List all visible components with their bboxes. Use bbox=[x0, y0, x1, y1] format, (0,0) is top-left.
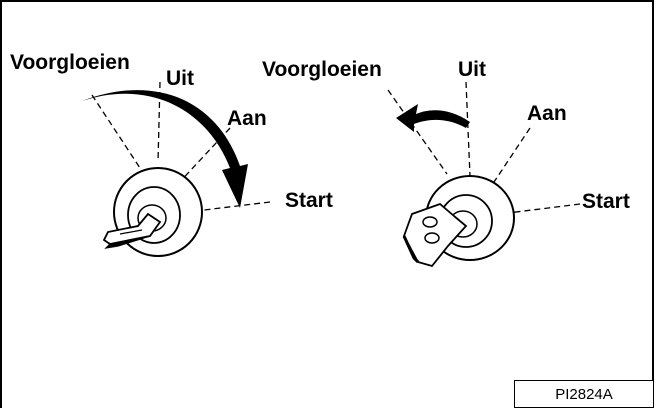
figure-code-box: PI2824A bbox=[514, 380, 654, 408]
left-preheat-label: Voorgloeien bbox=[10, 51, 130, 74]
figure-code: PI2824A bbox=[555, 385, 613, 403]
left-on-label: Aan bbox=[227, 107, 267, 130]
right-start-label: Start bbox=[582, 190, 630, 213]
right-ignition-switch bbox=[387, 81, 581, 268]
left-start-label: Start bbox=[285, 189, 333, 212]
right-preheat-label: Voorgloeien bbox=[262, 58, 382, 81]
right-on-line bbox=[489, 127, 531, 189]
left-ignition-switch bbox=[82, 81, 271, 257]
left-start-line bbox=[195, 201, 271, 212]
left-preheat-line bbox=[91, 94, 141, 169]
left-off-label: Uit bbox=[166, 67, 194, 90]
right-preheat-line bbox=[387, 89, 448, 175]
right-off-label: Uit bbox=[458, 58, 486, 81]
right-rotation-arrow bbox=[396, 104, 470, 132]
left-key-icon bbox=[102, 212, 162, 249]
right-start-line bbox=[507, 203, 581, 214]
left-rotation-arrow bbox=[82, 90, 248, 208]
right-on-label: Aan bbox=[527, 102, 567, 125]
right-off-line bbox=[465, 81, 471, 177]
right-key-icon bbox=[402, 202, 468, 268]
